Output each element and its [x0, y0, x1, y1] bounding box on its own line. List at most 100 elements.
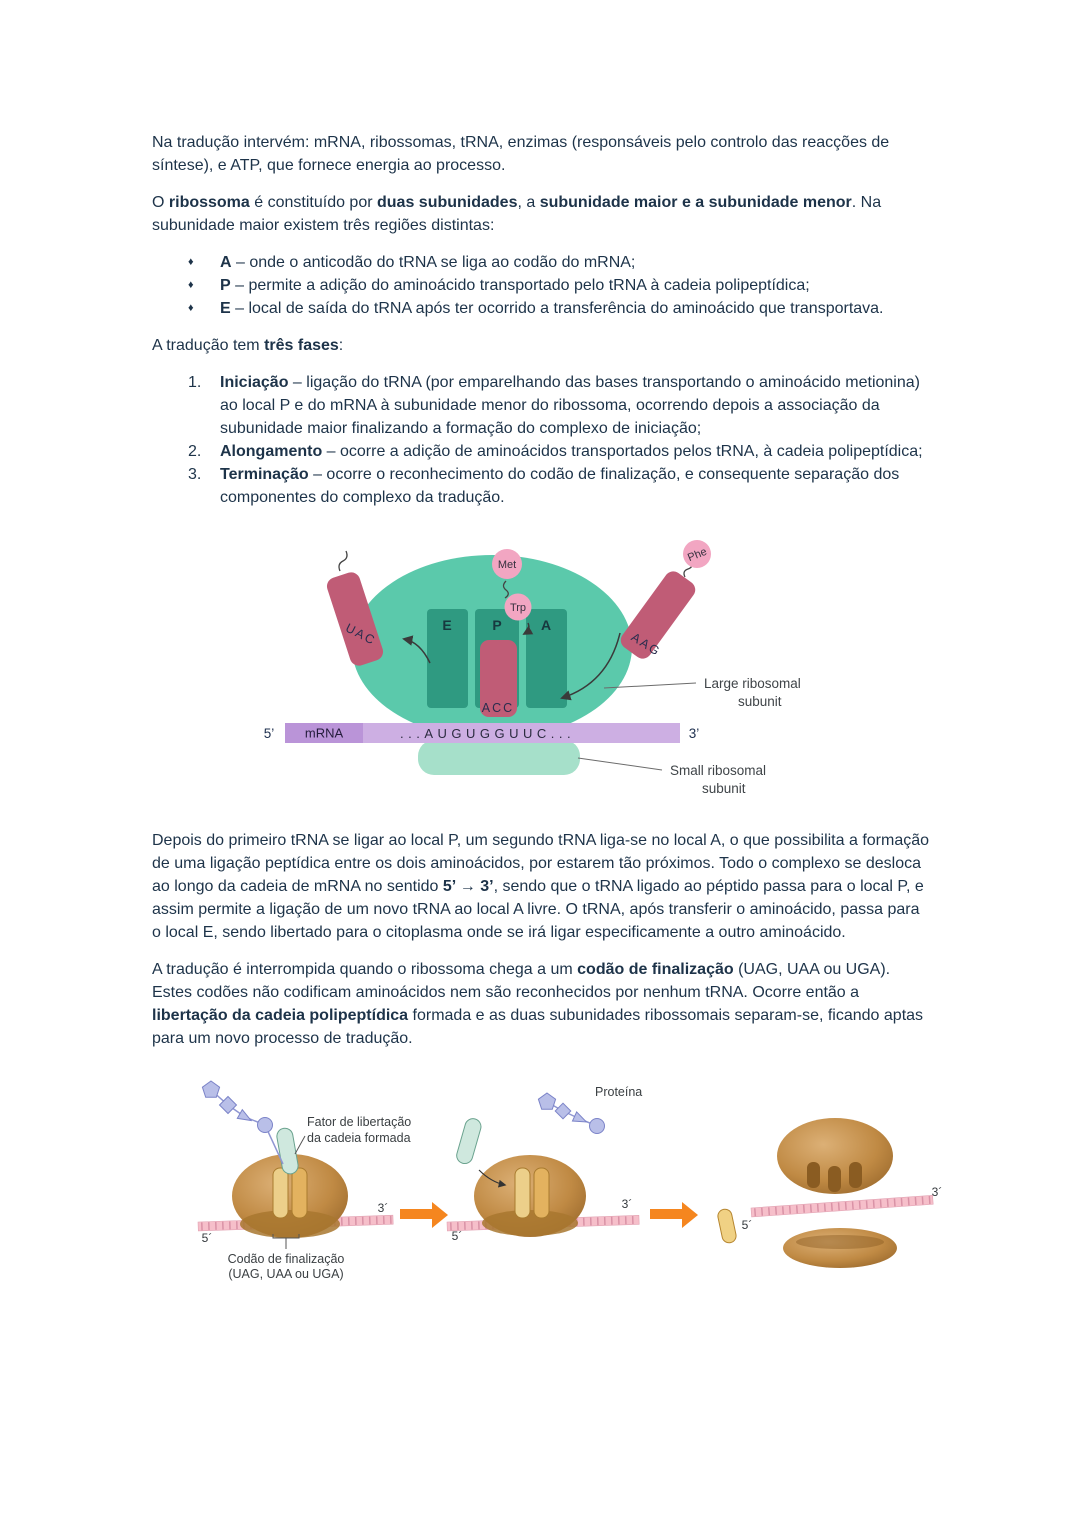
met-circle — [492, 549, 522, 579]
ribosome-sites-list: ♦ A – onde o anticodão do tRNA se liga a… — [152, 251, 930, 320]
stage-chain-release: Proteína 5´ 3´ — [446, 1085, 642, 1243]
released-protein-line — [546, 1101, 598, 1127]
ribosome-small-subunit — [240, 1210, 340, 1238]
site-e-slot — [427, 609, 468, 708]
subunit-ridge — [828, 1166, 841, 1192]
termination-diagram: Fator de libertação da cadeia formada 3´… — [195, 1076, 942, 1290]
list-number: 2. — [188, 443, 202, 460]
three-prime-label: 3’ — [689, 726, 700, 741]
site-p-label: P — [492, 617, 501, 633]
site-a-label: A — [541, 617, 551, 633]
paragraph-ribosome: O ribossoma é constituído por duas subun… — [152, 194, 882, 234]
translation-phases-list: 1. Iniciação – ligação do tRNA (por empa… — [152, 371, 930, 509]
list-number: 3. — [188, 466, 202, 483]
paragraph-intro: Na tradução intervém: mRNA, ribossomas, … — [152, 134, 890, 174]
trna-in-ribosome — [514, 1167, 531, 1219]
diamond-bullet: ♦ — [188, 302, 194, 314]
entry-arrow — [560, 632, 621, 701]
mrna-label: mRNA — [305, 726, 344, 741]
protein-label: Proteína — [595, 1085, 642, 1099]
phe-circle — [683, 540, 711, 568]
subunit-ridge — [849, 1162, 862, 1188]
trna-in-ribosome — [533, 1167, 550, 1219]
trna-in-ribosome — [291, 1167, 308, 1219]
amino-acid-trp: Trp — [504, 593, 532, 621]
step-arrow — [650, 1202, 698, 1228]
subunit-ridge — [807, 1162, 820, 1188]
large-subunit-label-line2: subunit — [738, 694, 782, 709]
trp-label: Trp — [510, 602, 526, 614]
site-a-slot — [526, 609, 567, 708]
list-item-site-a: ♦ A – onde o anticodão do tRNA se liga a… — [152, 251, 930, 274]
diamond-bullet: ♦ — [188, 279, 194, 291]
trna-uac-tail-squiggle — [338, 550, 348, 572]
step-arrow — [400, 1202, 448, 1228]
list-item-text: E – local de saída do tRNA após ter ocor… — [220, 300, 884, 317]
mrna-ribbon — [750, 1194, 934, 1218]
document-page: Na tradução intervém: mRNA, ribossomas, … — [152, 134, 942, 1290]
amino-triangle — [571, 1111, 588, 1123]
list-item-text: P – permite a adição do aminoácido trans… — [220, 277, 810, 294]
release-factor-pointer-line — [294, 1135, 306, 1155]
trna-p-site-shape — [480, 640, 517, 717]
large-subunit-label-line1: Large ribosomal — [704, 676, 801, 691]
small-subunit-pointer-line — [577, 757, 663, 771]
list-item-text: A – onde o anticodão do tRNA se liga ao … — [220, 254, 636, 271]
free-trna — [717, 1208, 737, 1244]
mrna-label-box — [285, 723, 363, 743]
anticodon-acc-label: ACC — [482, 701, 514, 715]
polypeptide-chain-shapes — [201, 1080, 273, 1133]
amino-diamond — [218, 1095, 238, 1115]
five-prime-label: 5´ — [202, 1231, 213, 1245]
amino-triangle — [236, 1108, 253, 1122]
ribosome-diagram-svg: E P A UAC AAG Phe — [264, 540, 801, 796]
list-item-site-e: ♦ E – local de saída do tRNA após ter oc… — [152, 297, 930, 320]
list-item-text: Iniciação – ligação do tRNA (por emparel… — [220, 374, 920, 437]
mrna-bar — [285, 723, 680, 743]
large-subunit-pointer-line — [603, 682, 697, 689]
exit-arrow — [402, 635, 431, 664]
list-item-text: Terminação – ocorre o reconhecimento do … — [220, 466, 900, 506]
release-factor-label-line1: Fator de libertação — [307, 1115, 411, 1129]
trna-in-ribosome — [272, 1167, 289, 1219]
peptide-squiggle — [502, 580, 509, 599]
amino-acid-met: Met — [492, 549, 522, 579]
three-prime-label: 3´ — [378, 1201, 389, 1215]
small-ribosomal-subunit-shape — [418, 740, 580, 775]
five-prime-label: 5’ — [264, 726, 275, 741]
amino-diamond — [554, 1102, 572, 1120]
list-item-text: Alongamento – ocorre a adição de aminoác… — [220, 443, 923, 460]
amino-pentagon — [537, 1092, 557, 1110]
three-prime-label: 3´ — [622, 1197, 633, 1211]
termination-diagram-svg: Fator de libertação da cadeia formada 3´… — [197, 1080, 943, 1281]
paragraph-termination: A tradução é interrompida quando o ribos… — [152, 961, 924, 1047]
list-number: 1. — [188, 374, 202, 391]
ribosome-translation-diagram: E P A UAC AAG Phe — [260, 537, 930, 809]
small-subunit-label-line2: subunit — [702, 781, 746, 796]
five-prime-label: 5´ — [742, 1218, 753, 1232]
amino-pentagon — [201, 1080, 221, 1098]
stop-codon-label-line2: (UAG, UAA ou UGA) — [228, 1267, 343, 1281]
three-prime-label: 3´ — [932, 1185, 943, 1199]
small-subunit-label-line1: Small ribosomal — [670, 763, 766, 778]
paragraph-phases: A tradução tem três fases: — [152, 337, 344, 354]
ribosome-small-subunit — [482, 1210, 578, 1236]
stop-codon-label-line1: Codão de finalização — [228, 1252, 345, 1266]
list-item-initiation: 1. Iniciação – ligação do tRNA (por empa… — [152, 371, 930, 440]
five-prime-label: 5´ — [452, 1229, 463, 1243]
release-factor-arrow — [478, 1169, 507, 1188]
mrna-strand: mRNA ...AUGUGGUUC... 5’ 3’ — [264, 723, 700, 743]
trp-circle — [504, 593, 532, 621]
stage-subunit-dissociation: 3´ 5´ — [717, 1118, 943, 1268]
small-subunit-groove — [796, 1235, 884, 1249]
mrna-sequence: ...AUGUGGUUC... — [400, 726, 575, 741]
large-subunit-free — [777, 1118, 893, 1194]
amino-acid-phe: Phe — [683, 540, 711, 568]
paragraph-elongation: Depois do primeiro tRNA se ligar ao loca… — [152, 832, 930, 941]
diamond-bullet: ♦ — [188, 256, 194, 268]
amino-circle — [257, 1117, 273, 1133]
list-item-elongation: 2. Alongamento – ocorre a adição de amin… — [152, 440, 930, 463]
trna-uac-shape — [326, 572, 384, 666]
list-item-site-p: ♦ P – permite a adição do aminoácido tra… — [152, 274, 930, 297]
trna-aag-shape — [620, 571, 696, 659]
